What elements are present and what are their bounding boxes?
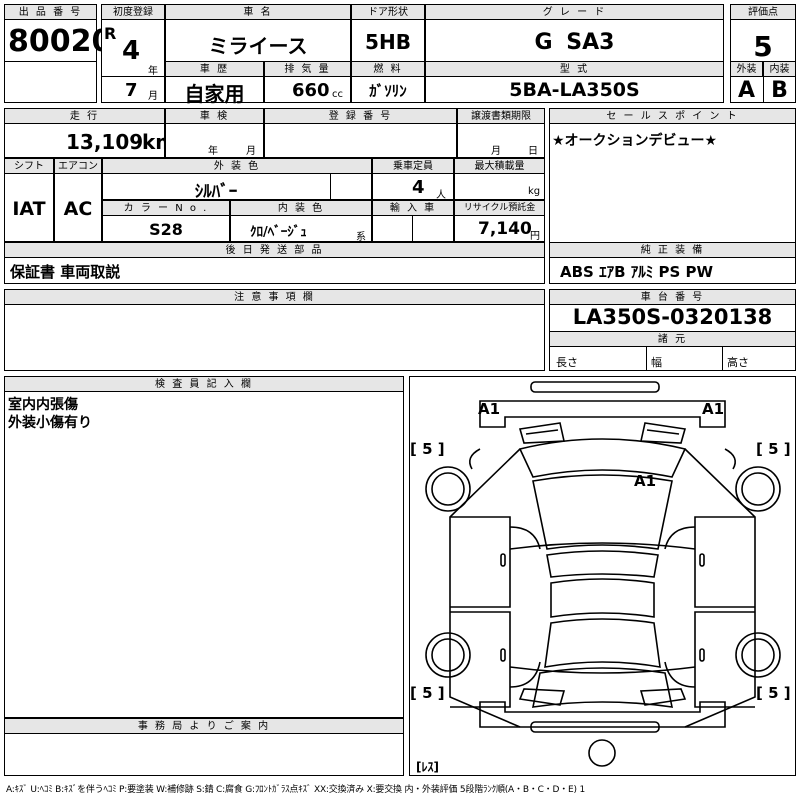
- interior-color: ｸﾛ/ﾍﾞｰｼﾞｭ: [250, 225, 307, 240]
- shift-label: シフト: [4, 158, 54, 174]
- month-unit: 月: [148, 91, 158, 102]
- max-load-label: 最大積載量: [454, 158, 545, 174]
- capacity-label: 乗車定員: [372, 158, 454, 174]
- width-label: 幅: [651, 356, 662, 369]
- car-diagram-drawing: [425, 381, 781, 767]
- model-code-label: 型 式: [425, 61, 724, 77]
- overall-score: 5: [753, 30, 773, 63]
- transfer-deadline-label: 譲渡書類期限: [457, 108, 545, 124]
- height-label: 高さ: [727, 356, 749, 369]
- score-label: 評価点: [730, 4, 796, 20]
- tire-front-left: [ 5 ]: [410, 440, 445, 458]
- inspector-note-1: 室内内張傷: [8, 397, 78, 413]
- damage-mark-roof: A1: [634, 472, 657, 490]
- tire-front-right: [ 5 ]: [756, 440, 791, 458]
- inspection-year-unit: 年: [208, 146, 218, 157]
- sales-point: ★オークションデビュー★: [552, 133, 718, 149]
- equipment-label: 純 正 装 備: [549, 242, 796, 258]
- inspector-note-2: 外装小傷有り: [8, 415, 92, 431]
- damage-mark-front-left: A1: [478, 400, 501, 418]
- car-name: ミライース: [208, 34, 308, 58]
- dimensions-label: 諸 元: [549, 331, 796, 347]
- transfer-month-unit: 月: [491, 146, 501, 157]
- legend: A:ｷｽﾞ U:ﾍｺﾐ B:ｷｽﾞを伴うﾍｺﾐ P:要塗装 W:補修跡 S:錆 …: [6, 785, 585, 795]
- aircon: AC: [63, 198, 93, 220]
- lot-number-label: 出 品 番 号: [4, 4, 97, 20]
- car-name-label: 車 名: [165, 4, 351, 20]
- year-unit: 年: [148, 66, 158, 77]
- damage-mark-front-right: A1: [702, 400, 725, 418]
- recycle-label: リサイクル預託金: [454, 200, 545, 216]
- chassis-number: LA350S-0320138: [572, 305, 773, 329]
- interior-color-label: 内 装 色: [230, 200, 372, 216]
- fuel-label: 燃 料: [351, 61, 425, 77]
- exterior-label: 外装: [730, 61, 763, 77]
- recycle-deposit: 7,140: [478, 219, 532, 239]
- registration-month: 7: [125, 80, 138, 101]
- interior-label: 内装: [763, 61, 796, 77]
- spare-tire: [ﾚｽ]: [416, 760, 439, 774]
- inspector-label: 検 査 員 記 入 欄: [4, 376, 404, 392]
- lot-number: 80020: [8, 24, 113, 59]
- chassis-label: 車 台 番 号: [549, 289, 796, 305]
- grade: G SA3: [534, 30, 615, 55]
- cc-unit: cc: [332, 89, 343, 100]
- tire-rear-right: [ 5 ]: [756, 684, 791, 702]
- kei-unit: 系: [356, 232, 366, 243]
- registration-number-label: 登 録 番 号: [264, 108, 457, 124]
- kg-unit: kg: [528, 186, 541, 197]
- model-code: 5BA-LA350S: [509, 79, 640, 101]
- office-label: 事 務 局 よ り ご 案 内: [4, 718, 404, 734]
- exterior-grade: A: [737, 78, 756, 103]
- later-items-label: 後 日 発 送 部 品: [4, 242, 545, 258]
- shift: IAT: [12, 198, 46, 220]
- history-label: 車 歴: [165, 61, 264, 77]
- yen-unit: 円: [530, 231, 540, 242]
- exterior-color-label: 外 装 色: [102, 158, 372, 174]
- first-registration-label: 初度登録: [101, 4, 165, 20]
- aircon-label: エアコン: [54, 158, 102, 174]
- import-label: 輸 入 車: [372, 200, 454, 216]
- displacement-label: 排 気 量: [264, 61, 351, 77]
- capacity: 4: [412, 177, 425, 198]
- color-number-label: カ ラ ー N o .: [102, 200, 230, 216]
- door-type: 5HB: [365, 30, 411, 54]
- mileage-label: 走 行: [4, 108, 165, 124]
- fuel-type: ｶﾞｿﾘﾝ: [369, 82, 407, 100]
- color-number: S28: [149, 220, 183, 239]
- door-type-label: ドア形状: [351, 4, 425, 20]
- inspection-month-unit: 月: [246, 146, 256, 157]
- tire-rear-left: [ 5 ]: [410, 684, 445, 702]
- exterior-color: ｼﾙﾊﾞｰ: [194, 182, 238, 202]
- displacement: 660: [292, 80, 330, 101]
- first-registration-cell: [101, 4, 165, 103]
- era-letter: R: [104, 24, 117, 43]
- registration-year: 4: [122, 36, 141, 66]
- length-label: 長さ: [556, 356, 578, 369]
- notes-label: 注 意 事 項 欄: [4, 289, 545, 305]
- vehicle-history: 自家用: [184, 82, 245, 106]
- car-diagram: [409, 376, 796, 776]
- grade-label: グ レ ー ド: [425, 4, 724, 20]
- lot-number-cell: [4, 4, 97, 103]
- inspection-label: 車 検: [165, 108, 264, 124]
- sales-point-label: セ ー ル ス ポ イ ン ト: [549, 108, 796, 124]
- person-unit: 人: [436, 190, 446, 201]
- later-items: 保証書 車両取説: [10, 263, 121, 281]
- equipment: ABS ｴｱB ｱﾙﾐ PS PW: [560, 263, 714, 281]
- mileage: 13,109: [66, 130, 144, 154]
- transfer-day-unit: 日: [528, 146, 538, 157]
- interior-grade: B: [771, 78, 788, 103]
